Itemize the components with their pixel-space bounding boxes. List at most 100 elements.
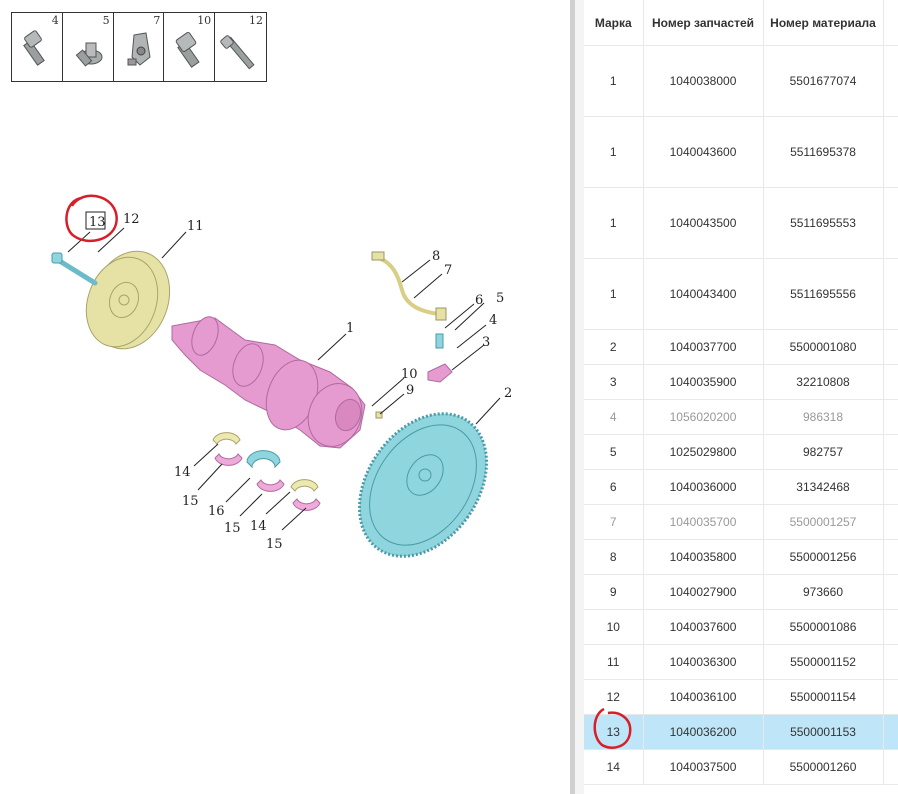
- thumbnail-number: 10: [197, 14, 212, 27]
- cell-mark: 4: [584, 399, 644, 435]
- cell-extra: [883, 504, 898, 540]
- cell-extra: [883, 45, 898, 117]
- cell-material-number: 5500001257: [763, 504, 884, 540]
- callout-14[interactable]: 14: [250, 519, 267, 534]
- callout-box-13: [85, 211, 106, 230]
- sensor-part[interactable]: [427, 333, 453, 383]
- bolt-13-part[interactable]: [51, 252, 98, 286]
- callout-15[interactable]: 15: [266, 537, 283, 552]
- cell-mark: 5: [584, 434, 644, 470]
- cell-mark: 1: [584, 45, 644, 117]
- cell-extra: [883, 609, 898, 645]
- thumbnail-part-7[interactable]: 7: [114, 13, 165, 81]
- bolt-9-part[interactable]: [375, 411, 383, 419]
- cell-mark: 1: [584, 258, 644, 330]
- cell-part-number: 1040027900: [643, 574, 764, 610]
- cell-mark: 11: [584, 644, 644, 680]
- crankshaft-part[interactable]: [171, 313, 370, 454]
- cell-material-number: 5500001256: [763, 539, 884, 575]
- header-part-number[interactable]: Номер запчастей: [643, 0, 764, 46]
- thumbnail-part-12[interactable]: 12: [215, 13, 266, 81]
- callout-12[interactable]: 12: [123, 212, 140, 227]
- cell-mark: 12: [584, 679, 644, 715]
- callout-5[interactable]: 5: [496, 291, 504, 306]
- cell-part-number: 1040036200: [643, 714, 764, 750]
- cell-part-number: 1040035900: [643, 364, 764, 400]
- cell-material-number: 986318: [763, 399, 884, 435]
- callout-14[interactable]: 14: [174, 465, 191, 480]
- pane-divider[interactable]: [570, 0, 584, 794]
- callout-labels: 13 12 11 1 8 7 6 5 4 3 10 9 2 14 15 16 1…: [85, 211, 512, 552]
- cell-part-number: 1040037500: [643, 749, 764, 785]
- cell-extra: [883, 187, 898, 259]
- exploded-view-drawing: 13 12 11 1 8 7 6 5 4 3 10 9 2 14 15 16 1…: [51, 194, 513, 581]
- cell-extra: [883, 644, 898, 680]
- thumbnail-number: 4: [51, 14, 59, 27]
- table-header-row: Марка Номер запчастей Номер материала: [584, 0, 898, 46]
- callout-2[interactable]: 2: [504, 386, 512, 401]
- long-bolt-icon: [220, 35, 255, 70]
- cell-extra: [883, 116, 898, 188]
- callout-15[interactable]: 15: [224, 521, 241, 536]
- callout-3[interactable]: 3: [482, 335, 490, 350]
- callout-7[interactable]: 7: [444, 263, 452, 278]
- thumbnail-part-10[interactable]: 10: [164, 13, 216, 81]
- cell-part-number: 1040035800: [643, 539, 764, 575]
- cell-extra: [883, 749, 898, 785]
- callout-1[interactable]: 1: [346, 321, 354, 336]
- callout-4[interactable]: 4: [489, 313, 497, 328]
- cell-material-number: 31342468: [763, 469, 884, 505]
- cell-part-number: 1040043500: [643, 187, 764, 259]
- flexplate-part[interactable]: [333, 390, 513, 581]
- bearing-shells[interactable]: [212, 432, 321, 511]
- cell-material-number: 5500001152: [763, 644, 884, 680]
- cell-extra: [883, 364, 898, 400]
- cell-mark: 13: [584, 714, 644, 750]
- callout-6[interactable]: 6: [475, 293, 483, 308]
- callout-9[interactable]: 9: [406, 383, 414, 398]
- callout-13[interactable]: 13: [89, 215, 106, 230]
- cell-part-number: 1040036100: [643, 679, 764, 715]
- sensor-harness-part[interactable]: [371, 251, 447, 321]
- cell-material-number: 5500001086: [763, 609, 884, 645]
- thumbnail-part-4[interactable]: 4: [12, 13, 63, 81]
- cell-extra: [883, 714, 898, 750]
- callout-8[interactable]: 8: [432, 249, 440, 264]
- header-material-number[interactable]: Номер материала: [763, 0, 884, 46]
- thumbnail-part-5[interactable]: 5: [63, 13, 114, 81]
- thumbnail-strip: 4 5 7 10: [11, 12, 267, 82]
- header-mark[interactable]: Марка: [584, 0, 644, 46]
- callout-15[interactable]: 15: [182, 494, 199, 509]
- callout-10[interactable]: 10: [401, 367, 418, 382]
- cell-extra: [883, 329, 898, 365]
- cell-extra: [883, 574, 898, 610]
- cell-part-number: 1040036000: [643, 469, 764, 505]
- cell-mark: 10: [584, 609, 644, 645]
- thumbnail-number: 12: [248, 14, 263, 27]
- cell-extra: [883, 434, 898, 470]
- thumbnail-number: 7: [153, 14, 161, 27]
- cell-part-number: 1040037700: [643, 329, 764, 365]
- pulley-part[interactable]: [74, 240, 182, 360]
- callout-11[interactable]: 11: [187, 219, 204, 234]
- callout-16[interactable]: 16: [208, 504, 225, 519]
